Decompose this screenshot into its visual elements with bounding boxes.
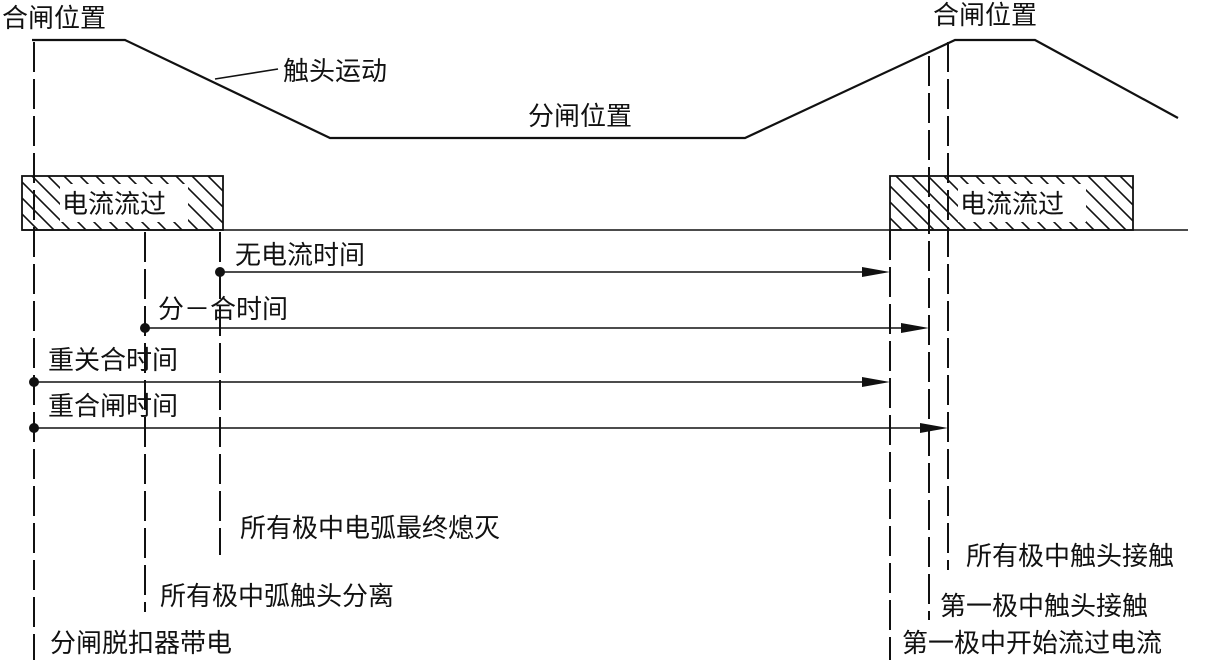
dead-time-arrow	[215, 267, 890, 277]
reclosing-time-arrow	[29, 423, 948, 433]
label-arc-extinguished: 所有极中电弧最终熄灭	[240, 514, 500, 544]
label-current-flow-right: 电流流过	[960, 190, 1064, 220]
label-open-close-time: 分－合时间	[158, 295, 288, 325]
label-closed-position-left: 合闸位置	[2, 4, 106, 34]
label-reclosing-time: 重合闸时间	[48, 392, 178, 422]
label-first-pole-contact: 第一极中触头接触	[940, 592, 1148, 622]
label-trip-energized: 分闸脱扣器带电	[50, 629, 232, 659]
label-arc-contacts-separate: 所有极中弧触头分离	[160, 582, 394, 612]
current-flow-bar-left-label-bg	[60, 184, 188, 222]
label-closed-position-right: 合闸位置	[933, 1, 1037, 31]
contact-motion-leader	[214, 68, 279, 80]
label-dead-time: 无电流时间	[235, 241, 365, 271]
current-flow-bar-right-label-bg	[958, 184, 1086, 222]
label-open-position: 分闸位置	[528, 102, 632, 132]
label-current-flow-left: 电流流过	[62, 190, 166, 220]
contact-motion-curve	[32, 38, 1179, 140]
open-close-time-arrow	[140, 323, 929, 333]
reclose-time-arrow	[29, 377, 890, 387]
label-first-pole-current: 第一极中开始流过电流	[902, 629, 1162, 659]
label-all-contacts-touch: 所有极中触头接触	[966, 542, 1174, 572]
label-contact-motion: 触头运动	[283, 57, 387, 87]
label-reclose-time: 重关合时间	[48, 346, 178, 376]
